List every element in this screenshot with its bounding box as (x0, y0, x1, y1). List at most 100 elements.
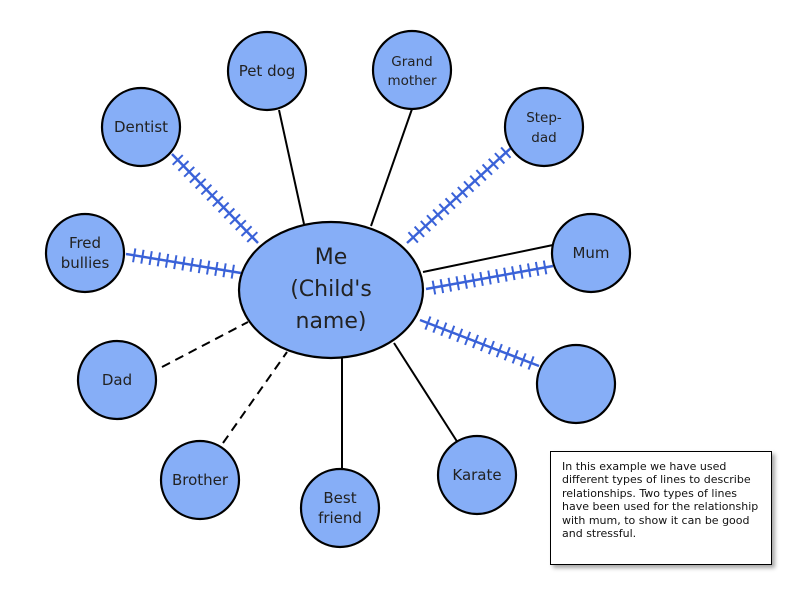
stress-tick (448, 325, 456, 340)
stress-tick (230, 264, 235, 279)
stress-tick (527, 356, 535, 370)
node-label-karate: Karate (452, 466, 501, 484)
stress-tick (464, 331, 472, 346)
stress-tick (542, 260, 548, 275)
stress-tick (206, 260, 211, 275)
node-best-friend: Best friend (299, 467, 381, 549)
stress-tick (424, 316, 432, 330)
stress-tick (479, 271, 484, 287)
stress-tick (222, 263, 227, 278)
node-label-stepdad-line2: dad (531, 130, 556, 146)
stress-tick (172, 154, 184, 166)
stress-tick (173, 255, 178, 270)
stress-tick (426, 214, 438, 227)
stress-tick (431, 280, 437, 295)
link-mum-good (422, 244, 554, 273)
stress-tick (495, 268, 500, 284)
stress-tick (206, 189, 218, 202)
node-label-grandmother-line1: Grand (391, 54, 432, 70)
center-label-line1: Me (315, 245, 348, 270)
node-dad: Dad (76, 339, 158, 421)
stress-tick (132, 248, 137, 263)
stress-tick (407, 231, 419, 244)
node-grandmother: Grand mother (371, 29, 453, 111)
stress-link-unnamed (419, 318, 540, 368)
stress-tick (488, 158, 499, 170)
stress-tick (212, 195, 224, 208)
stress-tick (457, 186, 469, 199)
stress-tick (156, 252, 161, 267)
stress-tick (200, 184, 213, 196)
stress-tick (503, 267, 508, 282)
stress-tick (519, 352, 527, 367)
stress-tick (494, 152, 506, 165)
stress-tick (140, 249, 145, 264)
link-pet-dog (278, 109, 305, 225)
node-label-dentist: Dentist (114, 118, 168, 136)
stress-tick (189, 172, 201, 184)
stress-tick (217, 201, 230, 213)
stress-tick (475, 169, 487, 182)
stress-tick (534, 261, 540, 276)
stress-tick (432, 319, 440, 334)
stress-tick (456, 328, 464, 343)
stress-tick (440, 322, 448, 337)
node-label-best-friend-line2: friend (318, 509, 362, 527)
stress-link-dentist (171, 153, 259, 244)
stress-tick (214, 261, 219, 276)
node-dentist: Dentist (100, 86, 182, 168)
node-mum: Mum (550, 212, 632, 294)
stress-tick (177, 160, 190, 172)
stress-tick (438, 203, 450, 215)
stress-tick (526, 263, 532, 278)
stress-tick (164, 253, 170, 268)
stress-tick (194, 178, 207, 190)
node-fred-bullies: Fred bullies (44, 212, 126, 294)
node-stepdad: Step- dad (503, 86, 585, 168)
stress-tick (503, 346, 511, 361)
stress-tick (511, 349, 519, 364)
link-karate (393, 342, 459, 444)
node-unnamed (535, 343, 617, 425)
link-grandmother (370, 108, 413, 227)
center-node: Me (Child's name) (237, 220, 425, 360)
node-label-pet-dog: Pet dog (239, 62, 296, 80)
stress-tick (463, 180, 475, 193)
stress-tick (487, 340, 495, 355)
node-label-fred-line1: Fred (69, 234, 101, 252)
stress-tick (511, 266, 516, 281)
node-label-dad: Dad (102, 371, 132, 389)
stress-tick (235, 219, 247, 231)
node-label-fred-line2: bullies (61, 254, 110, 272)
stress-tick (246, 231, 258, 243)
stress-tick (472, 334, 479, 349)
stress-tick (189, 257, 194, 272)
node-label-grandmother-line2: mother (387, 73, 437, 89)
stress-tick (480, 337, 487, 352)
node-pet-dog: Pet dog (226, 30, 308, 112)
stress-tick (471, 273, 476, 288)
node-label-brother: Brother (172, 471, 229, 489)
node-label-stepdad-line1: Step- (526, 110, 562, 126)
node-brother: Brother (159, 439, 241, 521)
stress-tick (500, 146, 512, 159)
stress-tick (450, 191, 462, 204)
stress-tick (413, 225, 425, 238)
stress-tick (420, 220, 431, 232)
stress-tick (181, 256, 186, 271)
stress-tick (240, 225, 253, 237)
stress-link-stepdad (406, 146, 513, 244)
stress-tick (487, 270, 492, 285)
stress-tick (447, 277, 453, 292)
stress-tick (183, 166, 195, 178)
stress-tick (519, 264, 524, 279)
stress-tick (463, 274, 468, 289)
center-label-line2: (Child's (290, 277, 372, 302)
explanation-note: In this example we have used different t… (550, 451, 772, 565)
stress-tick (469, 175, 481, 187)
stress-tick (439, 279, 445, 294)
stress-tick (197, 259, 203, 274)
link-brother (222, 351, 288, 444)
stress-tick (455, 276, 460, 291)
